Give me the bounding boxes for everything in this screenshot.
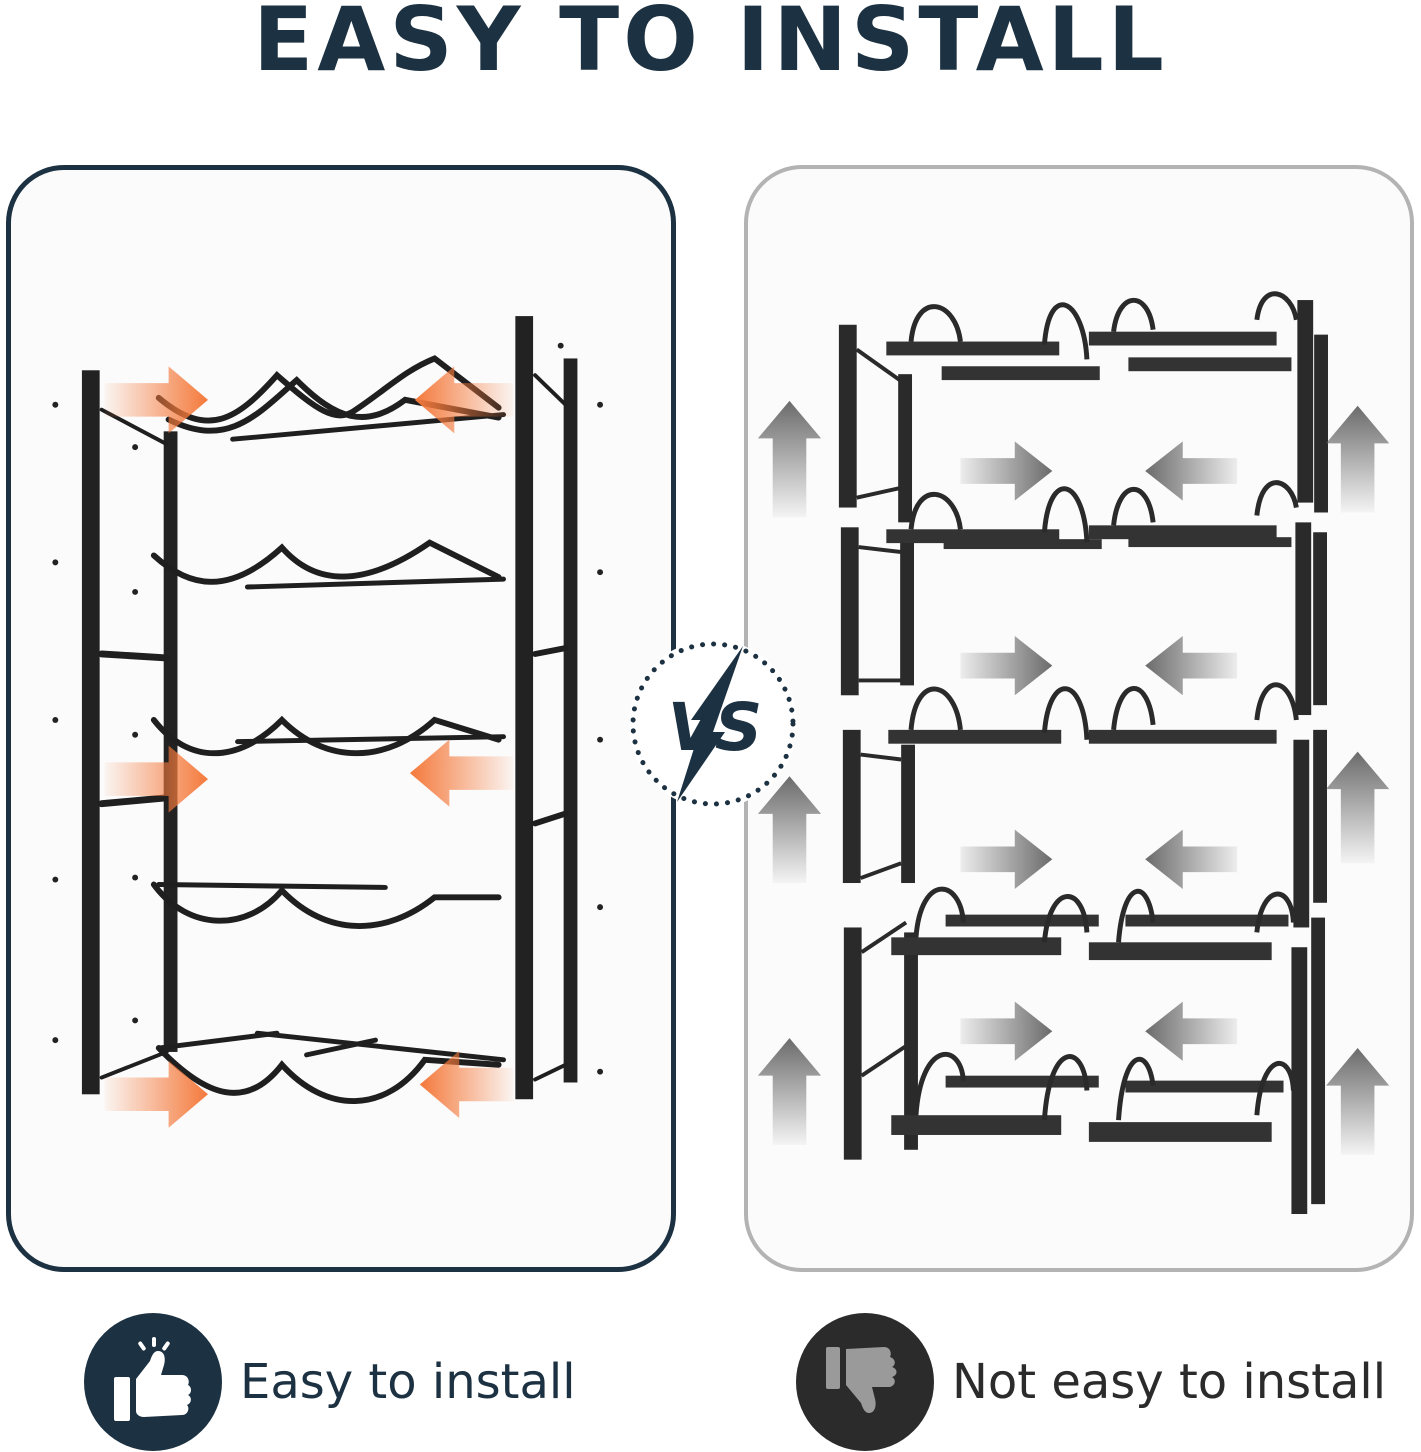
page-title: EASY TO INSTALL	[253, 0, 1168, 91]
thumbs-up-badge	[84, 1313, 222, 1451]
thumbs-up-icon	[114, 1337, 191, 1421]
gray-arrows	[757, 400, 1390, 1155]
vs-badge: VS	[625, 636, 801, 812]
easy-rack-illustration	[52, 316, 604, 1128]
thumbs-down-icon	[826, 1347, 897, 1413]
easy-install-label: Easy to install	[240, 1354, 576, 1410]
not-easy-label-row: Not easy to install	[796, 1312, 1386, 1452]
dotted-ring	[630, 641, 796, 807]
lightning-bolt-icon	[677, 646, 743, 802]
not-easy-install-label: Not easy to install	[952, 1354, 1387, 1410]
right-post-front	[515, 316, 534, 1100]
thumbs-down-badge	[796, 1313, 934, 1451]
left-post-front	[81, 370, 100, 1095]
hard-rack-illustration	[757, 291, 1390, 1215]
hard-rack-panel	[744, 165, 1414, 1272]
right-post-back	[563, 358, 578, 1083]
easy-label-row: Easy to install	[84, 1312, 576, 1452]
easy-rack-panel	[6, 165, 676, 1272]
push-arrows-orange	[104, 366, 514, 1128]
vs-text: VS	[668, 689, 759, 766]
